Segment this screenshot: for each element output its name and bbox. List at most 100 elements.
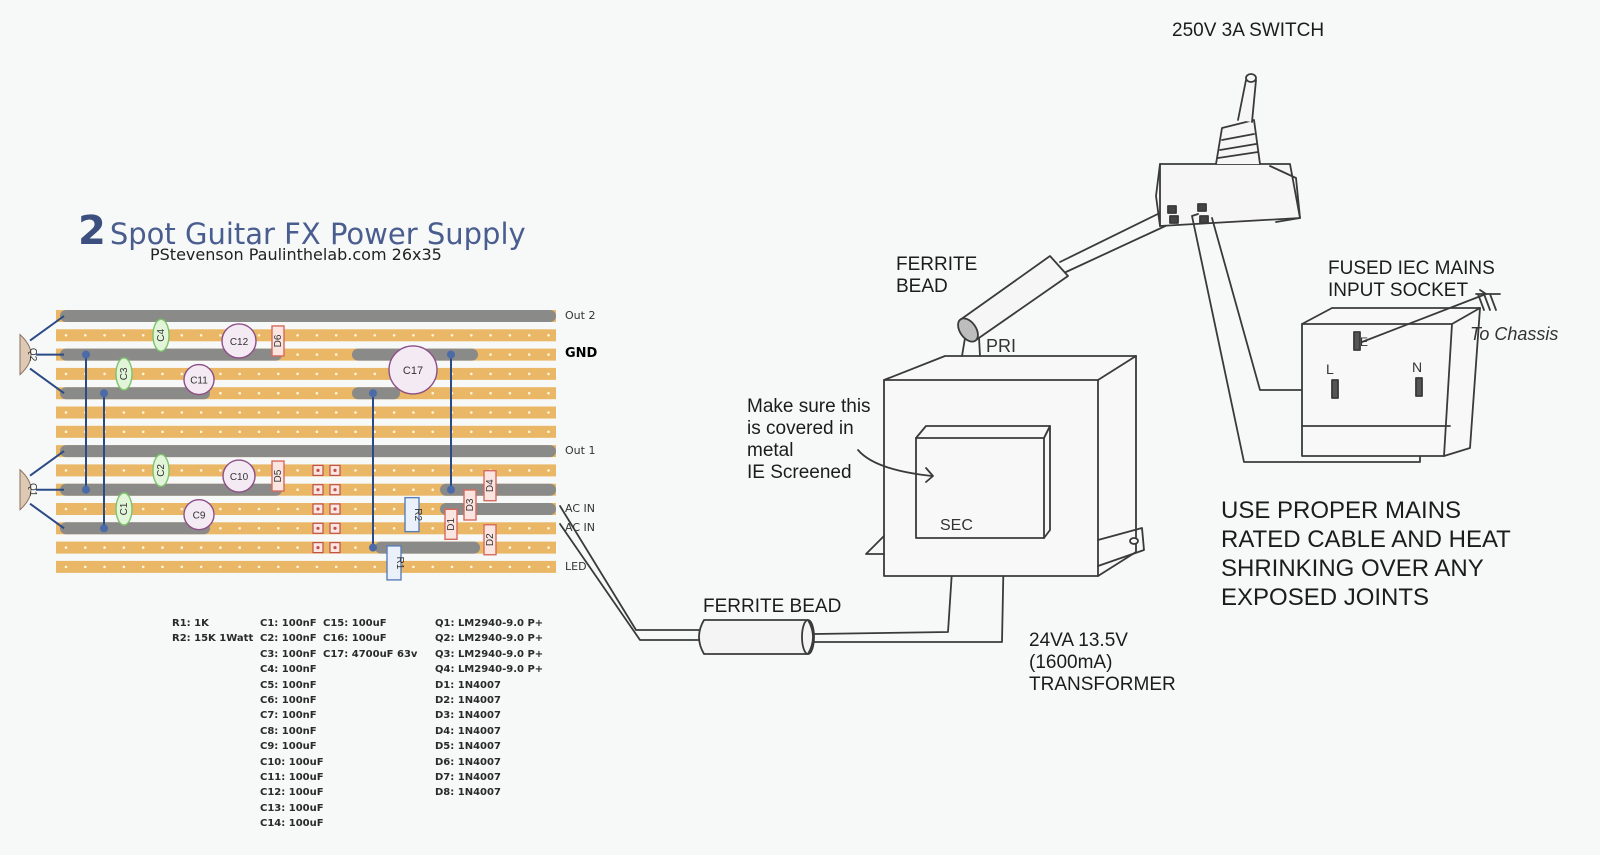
strip-hole: [238, 391, 241, 395]
strip-hole: [392, 334, 396, 337]
strip-hole: [527, 565, 531, 569]
regulator-body: [19, 333, 32, 376]
diode-label: D6: [273, 334, 284, 347]
strip-hole: [489, 430, 492, 434]
wire-end: [447, 485, 455, 494]
diagram-subtitle: PStevenson Paulinthelab.com 26x35: [150, 245, 442, 264]
strip-hole: [527, 546, 531, 549]
strip-hole: [508, 469, 512, 472]
part-entry: C16: 100uF: [323, 633, 387, 645]
strip-hole: [373, 507, 377, 511]
part-entry: C3: 100nF: [260, 648, 317, 660]
bead-to-switch-wires: [1059, 207, 1175, 273]
strip-hole: [334, 391, 338, 395]
diode: [271, 460, 285, 492]
wire-end: [82, 485, 90, 494]
part-entry: D7: 1N4007: [435, 772, 501, 784]
strip-hole: [547, 430, 550, 434]
strip-hole: [238, 411, 241, 414]
parts-list-capacitors-a: C1: 100nF C2: 100nF C3: 100nF C4: 100nF …: [260, 616, 324, 832]
title-text: Spot Guitar FX Power Supply: [109, 217, 526, 251]
edge-label-out2: Out 2: [565, 309, 596, 322]
part-entry: D6: 1N4007: [435, 756, 501, 768]
strip-hole: [547, 469, 550, 472]
strip-hole: [334, 411, 338, 414]
part-entry: D3: 1N4007: [435, 710, 501, 722]
part-entry: C6: 100nF: [260, 695, 317, 707]
strip-hole: [431, 411, 435, 414]
strip-hole: [219, 546, 222, 549]
strip-hole: [373, 334, 377, 337]
diode-label: D1: [446, 517, 457, 530]
switch-label: 250V 3A SWITCH: [1172, 20, 1325, 41]
strip-hole: [257, 546, 261, 549]
strip-hole: [84, 546, 87, 549]
strip-hole: [180, 546, 184, 549]
part-entry: D1: 1N4007: [435, 679, 501, 691]
strip-hole: [315, 353, 319, 356]
strip-hole: [489, 334, 492, 337]
strip-hole: [199, 334, 203, 337]
capacitor-label: C9: [193, 511, 206, 522]
capacitor-label: C4: [156, 328, 167, 341]
resistor: [386, 545, 402, 581]
strip-hole: [315, 411, 319, 414]
strip-hole: [315, 334, 319, 337]
transformer-label: 24VA 13.5V (1600mA) TRANSFORMER: [1029, 630, 1176, 696]
strip-hole: [122, 469, 126, 472]
strip-hole: [508, 391, 512, 395]
warning-line: RATED CABLE AND HEAT: [1221, 526, 1511, 553]
electrolytic-capacitor: [388, 345, 438, 395]
electrolytic-capacitor: [183, 498, 215, 531]
strip-hole: [296, 488, 299, 491]
strip-hole: [412, 469, 415, 472]
electrolytic-capacitor: [221, 323, 257, 359]
strip-hole: [373, 488, 377, 491]
strip-hole: [431, 469, 435, 472]
strip-hole: [219, 469, 222, 472]
part-entry: R1: 1K: [172, 618, 209, 629]
wire-end: [369, 543, 377, 552]
strip-hole: [277, 430, 280, 434]
part-entry: C17: 4700uF 63v: [323, 648, 418, 660]
strip-hole: [257, 372, 261, 376]
label-line: INPUT SOCKET: [1328, 280, 1469, 301]
wire-end: [369, 389, 377, 398]
strip-hole: [219, 507, 222, 511]
strip-hole: [470, 565, 473, 569]
strip-hole: [431, 430, 435, 434]
regulator-lead: [29, 450, 65, 477]
pad-hole: [316, 488, 320, 492]
strip-hole: [219, 391, 222, 395]
note-line: is covered in: [747, 418, 854, 439]
strip-hole: [161, 565, 164, 569]
parts-list-semiconductors: Q1: LM2940-9.0 P+ Q2: LM2940-9.0 P+ Q3: …: [435, 616, 543, 801]
capacitor-label: C12: [230, 337, 249, 348]
strip-hole: [547, 546, 550, 549]
strip-hole: [489, 391, 492, 395]
note-line: IE Screened: [747, 462, 852, 483]
pad-hole: [333, 468, 337, 472]
ferrite-bead-bottom: [698, 619, 815, 655]
part-entry: Q3: LM2940-9.0 P+: [435, 648, 544, 660]
iec-socket: [1301, 289, 1501, 457]
pad-hole: [316, 546, 320, 550]
strip-hole: [219, 411, 222, 414]
part-entry: C11: 100uF: [260, 772, 324, 784]
strip-hole: [64, 372, 68, 376]
label-line: FUSED IEC MAINS: [1328, 258, 1495, 279]
strip-hole: [527, 391, 531, 395]
strip-hole: [296, 372, 299, 376]
resistor: [404, 496, 420, 533]
pad-hole: [316, 526, 320, 530]
pad-hole: [316, 507, 320, 511]
capacitor-label: C11: [190, 376, 208, 387]
strip-hole: [296, 391, 299, 395]
strip-hole: [354, 469, 357, 472]
diode: [483, 524, 497, 556]
strip-hole: [508, 546, 512, 549]
strip-hole: [470, 469, 473, 472]
label-line: BEAD: [896, 276, 948, 297]
strip-hole: [64, 546, 68, 549]
strip-hole: [277, 411, 280, 414]
